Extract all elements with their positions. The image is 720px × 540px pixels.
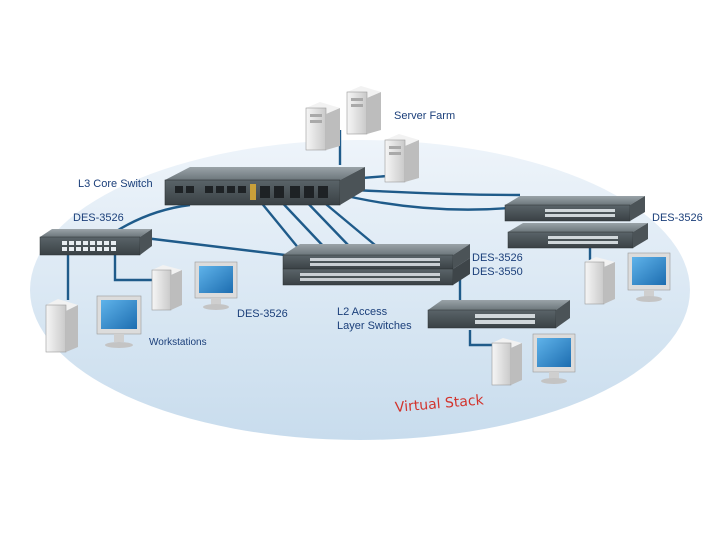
cable-core-right2 (354, 188, 521, 197)
workstation-left (45, 295, 142, 353)
cable-left-ws2 (113, 255, 155, 282)
network-cables (66, 130, 592, 347)
pc-tower-icon (45, 299, 78, 353)
center-switch-label-a: DES-3526 (472, 252, 523, 264)
monitor-icon (194, 261, 238, 310)
l2-access-label-line2: Layer Switches (337, 320, 412, 332)
monitor-icon (627, 252, 671, 302)
cable-core-left (114, 203, 191, 234)
monitor-icon (532, 333, 576, 384)
workstation-right (584, 252, 671, 305)
l2-access-label-line1: L2 Access (337, 306, 388, 318)
server-farm (305, 86, 419, 183)
left-switch (39, 229, 152, 256)
pc-tower-icon (584, 257, 615, 305)
workstation-bottom (491, 333, 576, 386)
core-switch-label: L3 Core Switch (78, 178, 153, 190)
center-switch-stack (282, 244, 470, 286)
pc-tower-icon (491, 338, 522, 386)
bottom-switch (427, 300, 570, 329)
cable-left-center (144, 236, 286, 257)
right-switch-label: DES-3526 (652, 212, 703, 224)
center-switch-label-b: DES-3550 (472, 266, 523, 278)
right-switch-stack (504, 196, 648, 249)
workstation-middle-left (151, 261, 238, 311)
server-icon-2 (346, 86, 381, 135)
bottom-left-switch-label: DES-3526 (237, 308, 288, 320)
server-icon-1 (305, 102, 340, 151)
pc-tower-icon (151, 265, 182, 311)
workstations-label: Workstations (149, 337, 207, 348)
cable-bottom-ws (468, 330, 495, 347)
core-switch (164, 167, 365, 206)
monitor-icon (96, 295, 142, 348)
server-farm-label: Server Farm (394, 110, 456, 122)
left-switch-label: DES-3526 (73, 212, 124, 224)
server-icon-3 (384, 134, 419, 183)
